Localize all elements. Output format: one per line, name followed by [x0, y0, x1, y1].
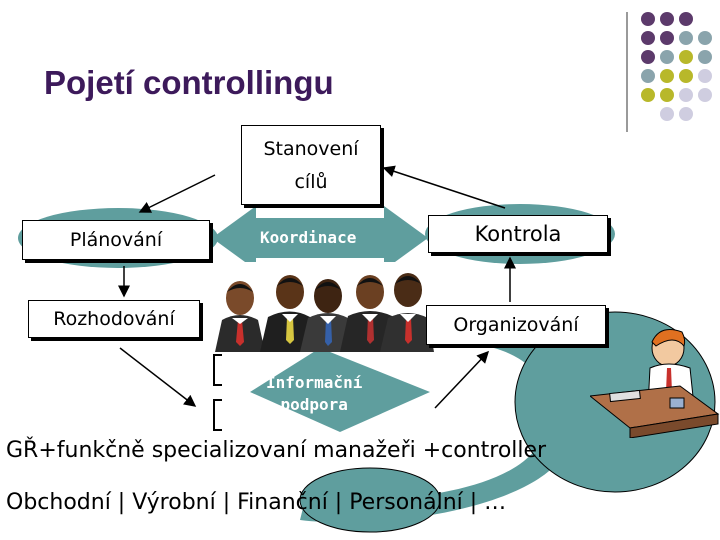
functional-areas-text: Obchodní | Výrobní | Finanční | Personál…: [6, 490, 507, 515]
decision-box: Rozhodování: [28, 300, 200, 338]
goal-setting-box: Stanovení cílů: [241, 125, 381, 205]
goal-setting-label-line1: Stanovení: [263, 137, 359, 160]
divider-line: [626, 12, 628, 132]
control-label: Kontrola: [474, 222, 562, 246]
organizing-box: Organizování: [426, 305, 606, 345]
information-support-line2: podpora: [280, 395, 348, 414]
planning-label: Plánování: [69, 229, 163, 251]
decision-label: Rozhodování: [53, 308, 175, 330]
koordinace-arrow: [212, 206, 428, 270]
information-support-label: Informační podpora: [266, 372, 362, 416]
organizing-label: Organizování: [453, 314, 579, 336]
decorative-dot-grid-icon: [0, 0, 720, 140]
control-box: Kontrola: [428, 215, 608, 253]
managers-text: GŘ+funkčně specializovaní manažeři +cont…: [6, 438, 547, 463]
controller-at-desk-icon: [590, 329, 720, 438]
goal-setting-label-line2: cílů: [294, 170, 328, 193]
cycle-arc: [300, 330, 581, 523]
coordination-label: Koordinace: [260, 228, 357, 247]
planning-box: Plánování: [22, 220, 210, 260]
information-support-line1: Informační: [266, 373, 363, 392]
slide-title: Pojetí controllingu: [44, 64, 334, 101]
group-of-managers-icon: [210, 262, 435, 352]
financni-oval: [299, 467, 441, 533]
informacni-diamond: [250, 348, 430, 432]
